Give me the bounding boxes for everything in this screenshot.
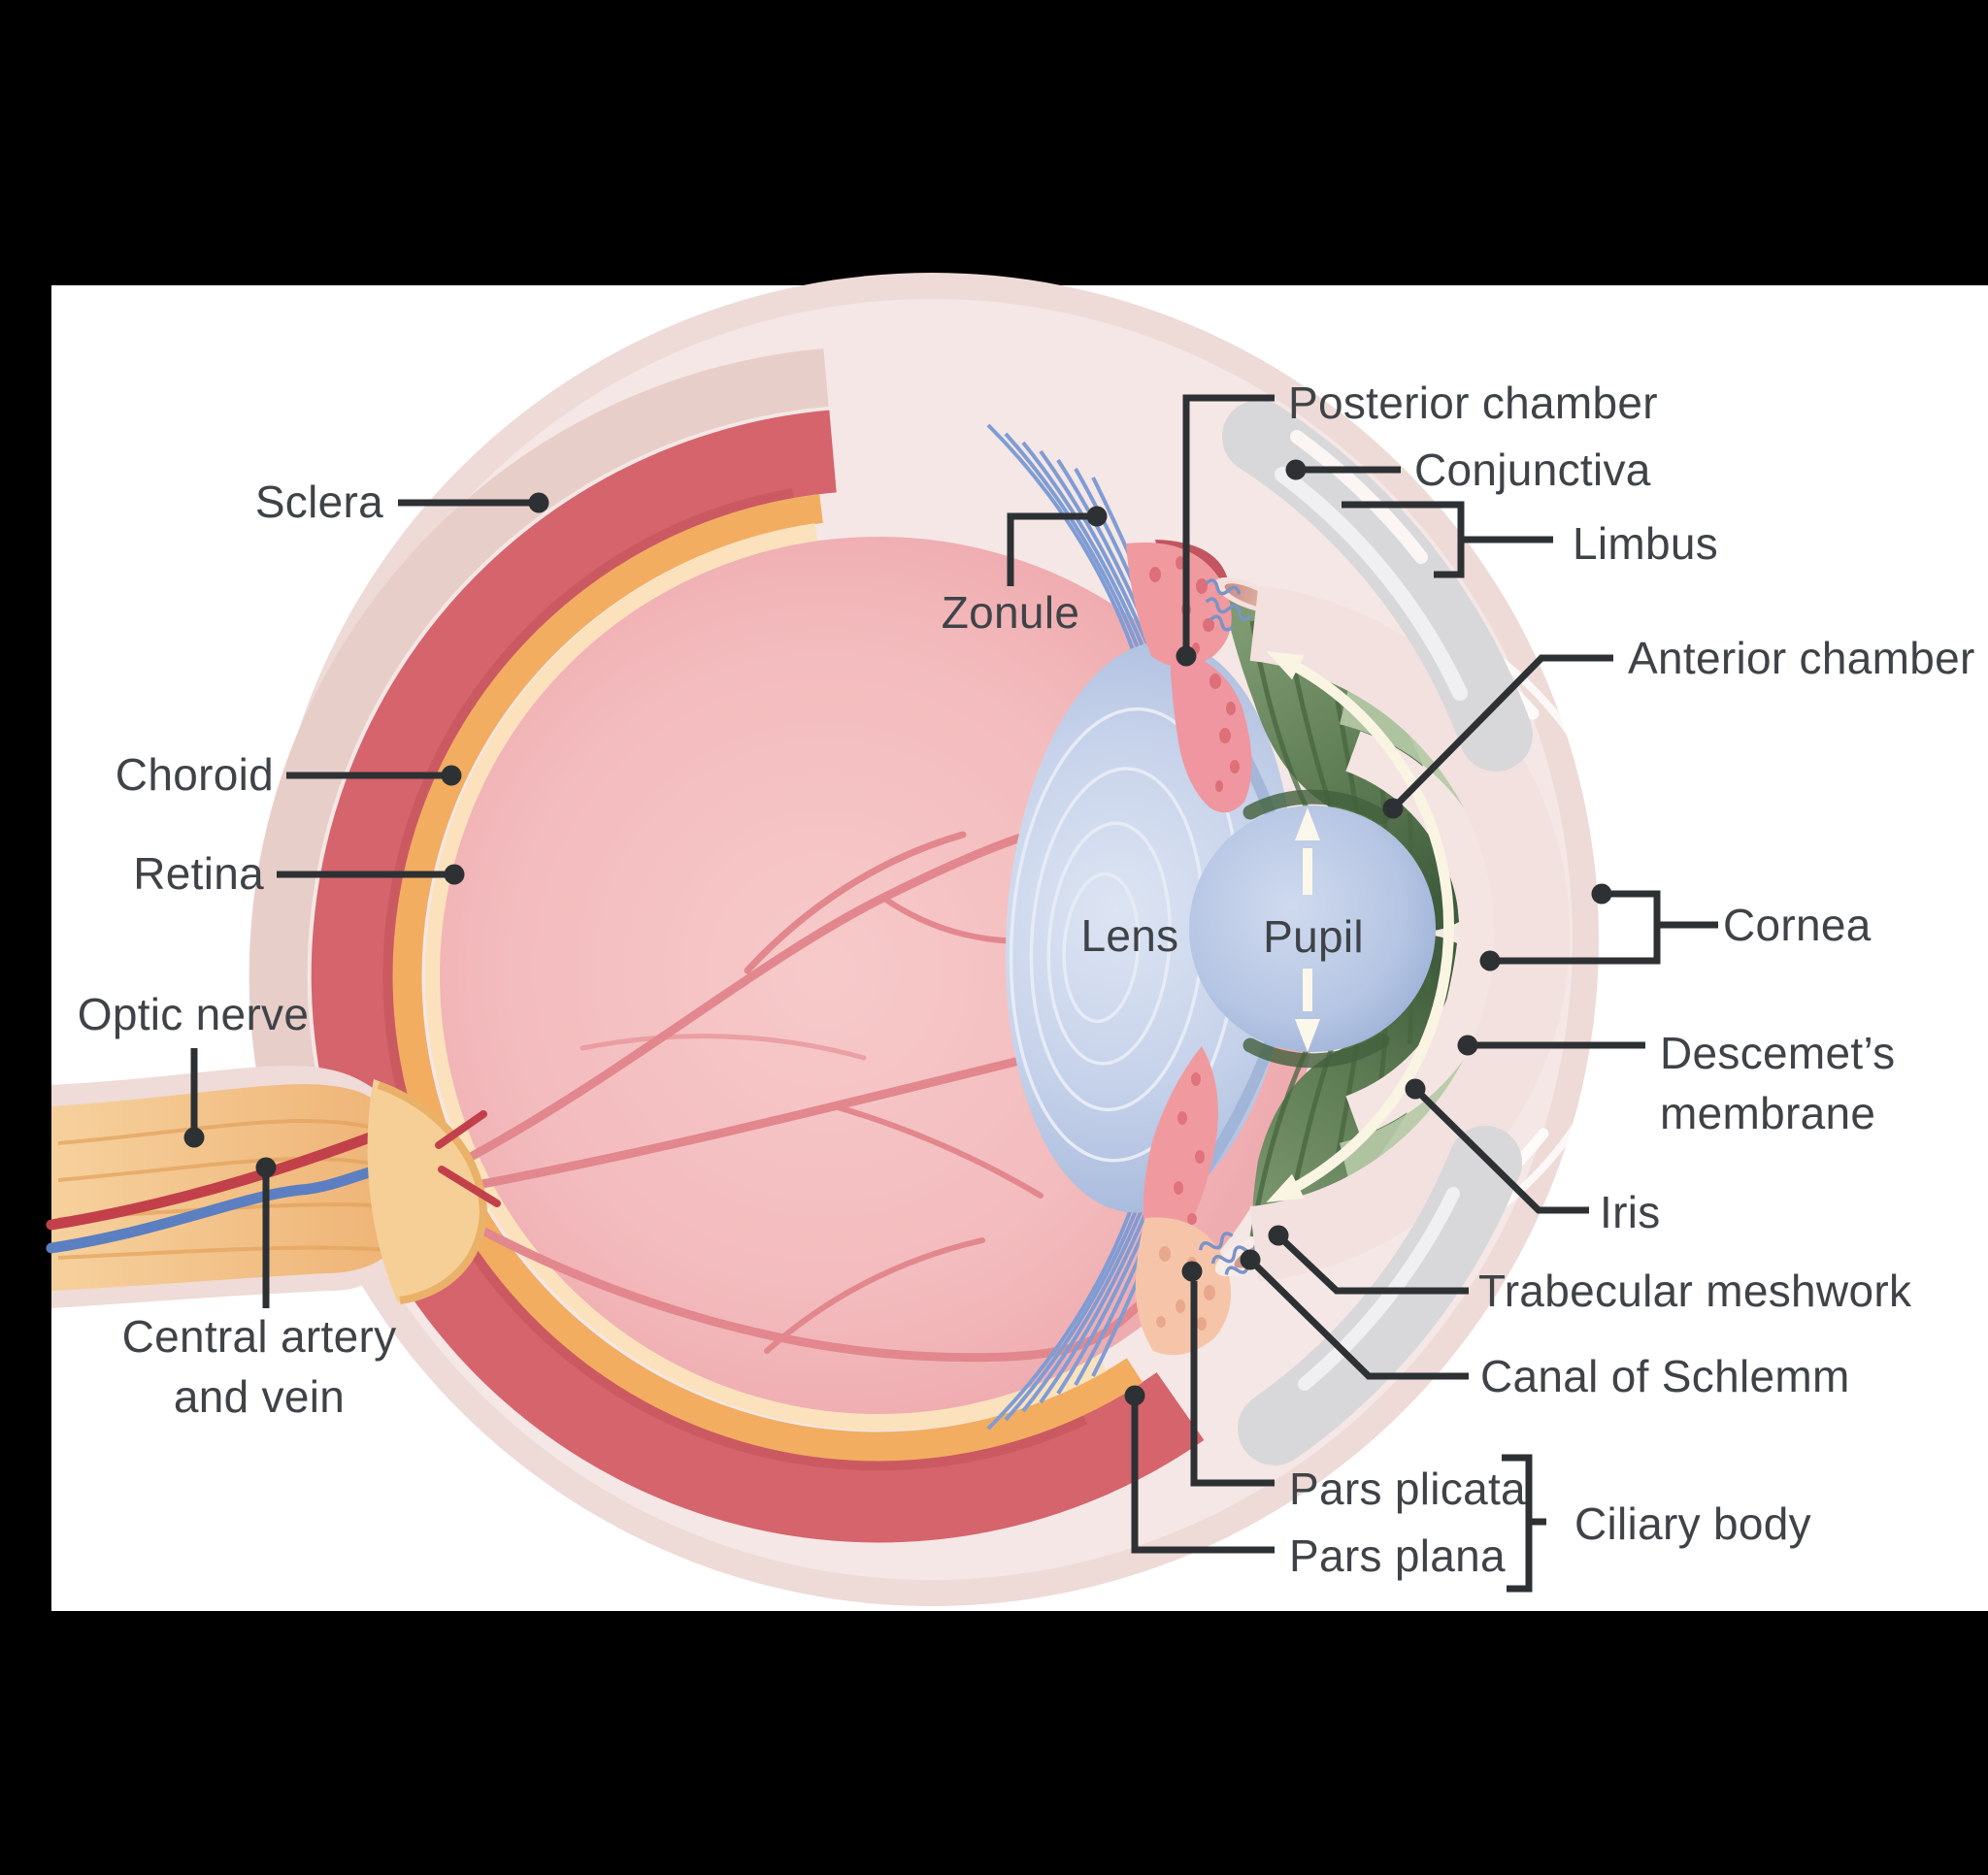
leader-dots [183, 459, 1612, 1406]
label-pupil: Pupil [1263, 911, 1364, 962]
leader-anterior-chamber [1395, 654, 1613, 806]
optic-nerve-head [367, 1079, 501, 1304]
conjunctiva-top-shine [1275, 467, 1468, 701]
label-sclera: Sclera [255, 477, 383, 527]
sclera-cut-face [248, 348, 829, 1212]
leader-iris [1417, 1091, 1589, 1214]
ciliary-texture-dots-bottom [1174, 1072, 1205, 1225]
label-descemets-line2: membrane [1660, 1088, 1875, 1138]
leader-lines [190, 394, 1718, 1593]
pupil-margin-bottom [1242, 1033, 1390, 1069]
label-choroid: Choroid [116, 749, 274, 800]
label-retina: Retina [133, 848, 264, 899]
pupil-bulge [1189, 806, 1436, 1052]
label-trabecular-meshwork: Trabecular meshwork [1478, 1266, 1912, 1316]
aqueous-flow-arrow [1266, 651, 1454, 1202]
label-pars-plana: Pars plana [1289, 1530, 1506, 1581]
ciliary-body-bottom [1135, 1046, 1232, 1356]
label-central-artery-line1: Central artery [122, 1311, 397, 1362]
label-limbus: Limbus [1573, 518, 1718, 569]
leader-ciliary-bracket [1502, 1454, 1546, 1593]
label-posterior-chamber: Posterior chamber [1288, 378, 1658, 428]
ciliary-texture-dots-top [1149, 556, 1240, 792]
label-pars-plicata: Pars plicata [1289, 1464, 1526, 1514]
label-descemets-line1: Descemet’s [1660, 1028, 1895, 1078]
leader-pars-plana [1131, 1405, 1275, 1554]
cornea-outer-highlight [1458, 630, 1639, 1237]
leader-trabecular [1280, 1237, 1469, 1295]
label-anterior-chamber: Anterior chamber [1628, 633, 1975, 683]
leader-zonule [1007, 512, 1089, 586]
sclera-shine [1290, 430, 1428, 564]
label-cornea: Cornea [1723, 900, 1872, 950]
leader-posterior-chamber [1182, 394, 1275, 648]
label-ciliary-body: Ciliary body [1574, 1498, 1811, 1549]
label-optic-nerve: Optic nerve [78, 989, 310, 1039]
cornea-layer [1249, 585, 1571, 1282]
conjunctiva-bottom-shine [1298, 1187, 1460, 1391]
pupil-margin-top [1242, 789, 1390, 825]
label-conjunctiva: Conjunctiva [1414, 444, 1651, 495]
retina-inner-cream [424, 523, 1108, 1431]
leader-cornea-bracket [1497, 890, 1718, 965]
label-lens: Lens [1081, 910, 1179, 961]
leader-canal [1252, 1262, 1469, 1380]
ciliary-body-top [1126, 540, 1252, 813]
leader-limbus-bracket [1342, 501, 1553, 578]
label-canal-of-schlemm: Canal of Schlemm [1480, 1351, 1850, 1401]
label-central-artery-line2: and vein [174, 1371, 345, 1422]
label-iris: Iris [1600, 1187, 1661, 1237]
pupil-diameter-arrow [1295, 807, 1320, 1052]
label-zonule: Zonule [942, 587, 1079, 638]
leader-pars-plicata [1190, 1281, 1275, 1487]
conjunctiva-bottom [1238, 1126, 1522, 1465]
trabecular-meshwork-top [1205, 578, 1252, 632]
